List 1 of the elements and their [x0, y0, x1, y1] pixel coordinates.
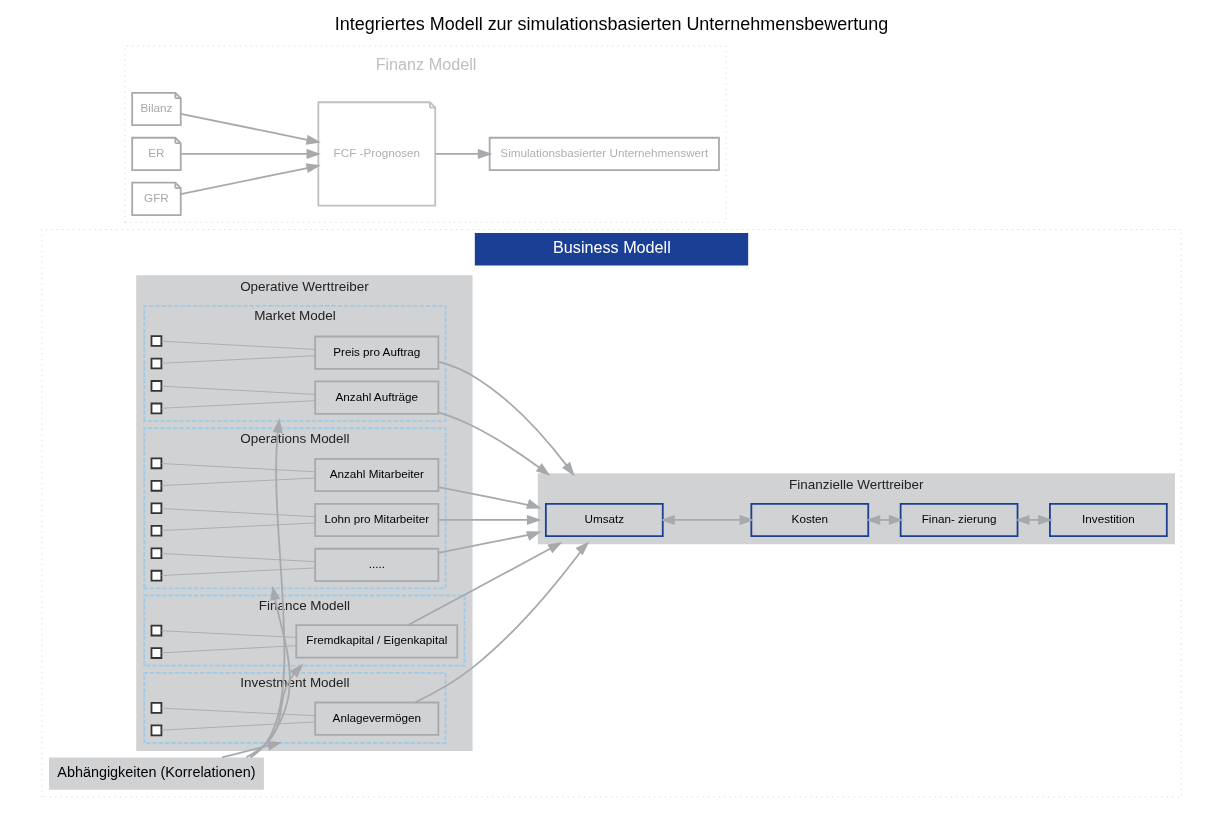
- diagram-title: Integriertes Modell zur simulationsbasierten Unternehmensbewertung: [334, 13, 889, 34]
